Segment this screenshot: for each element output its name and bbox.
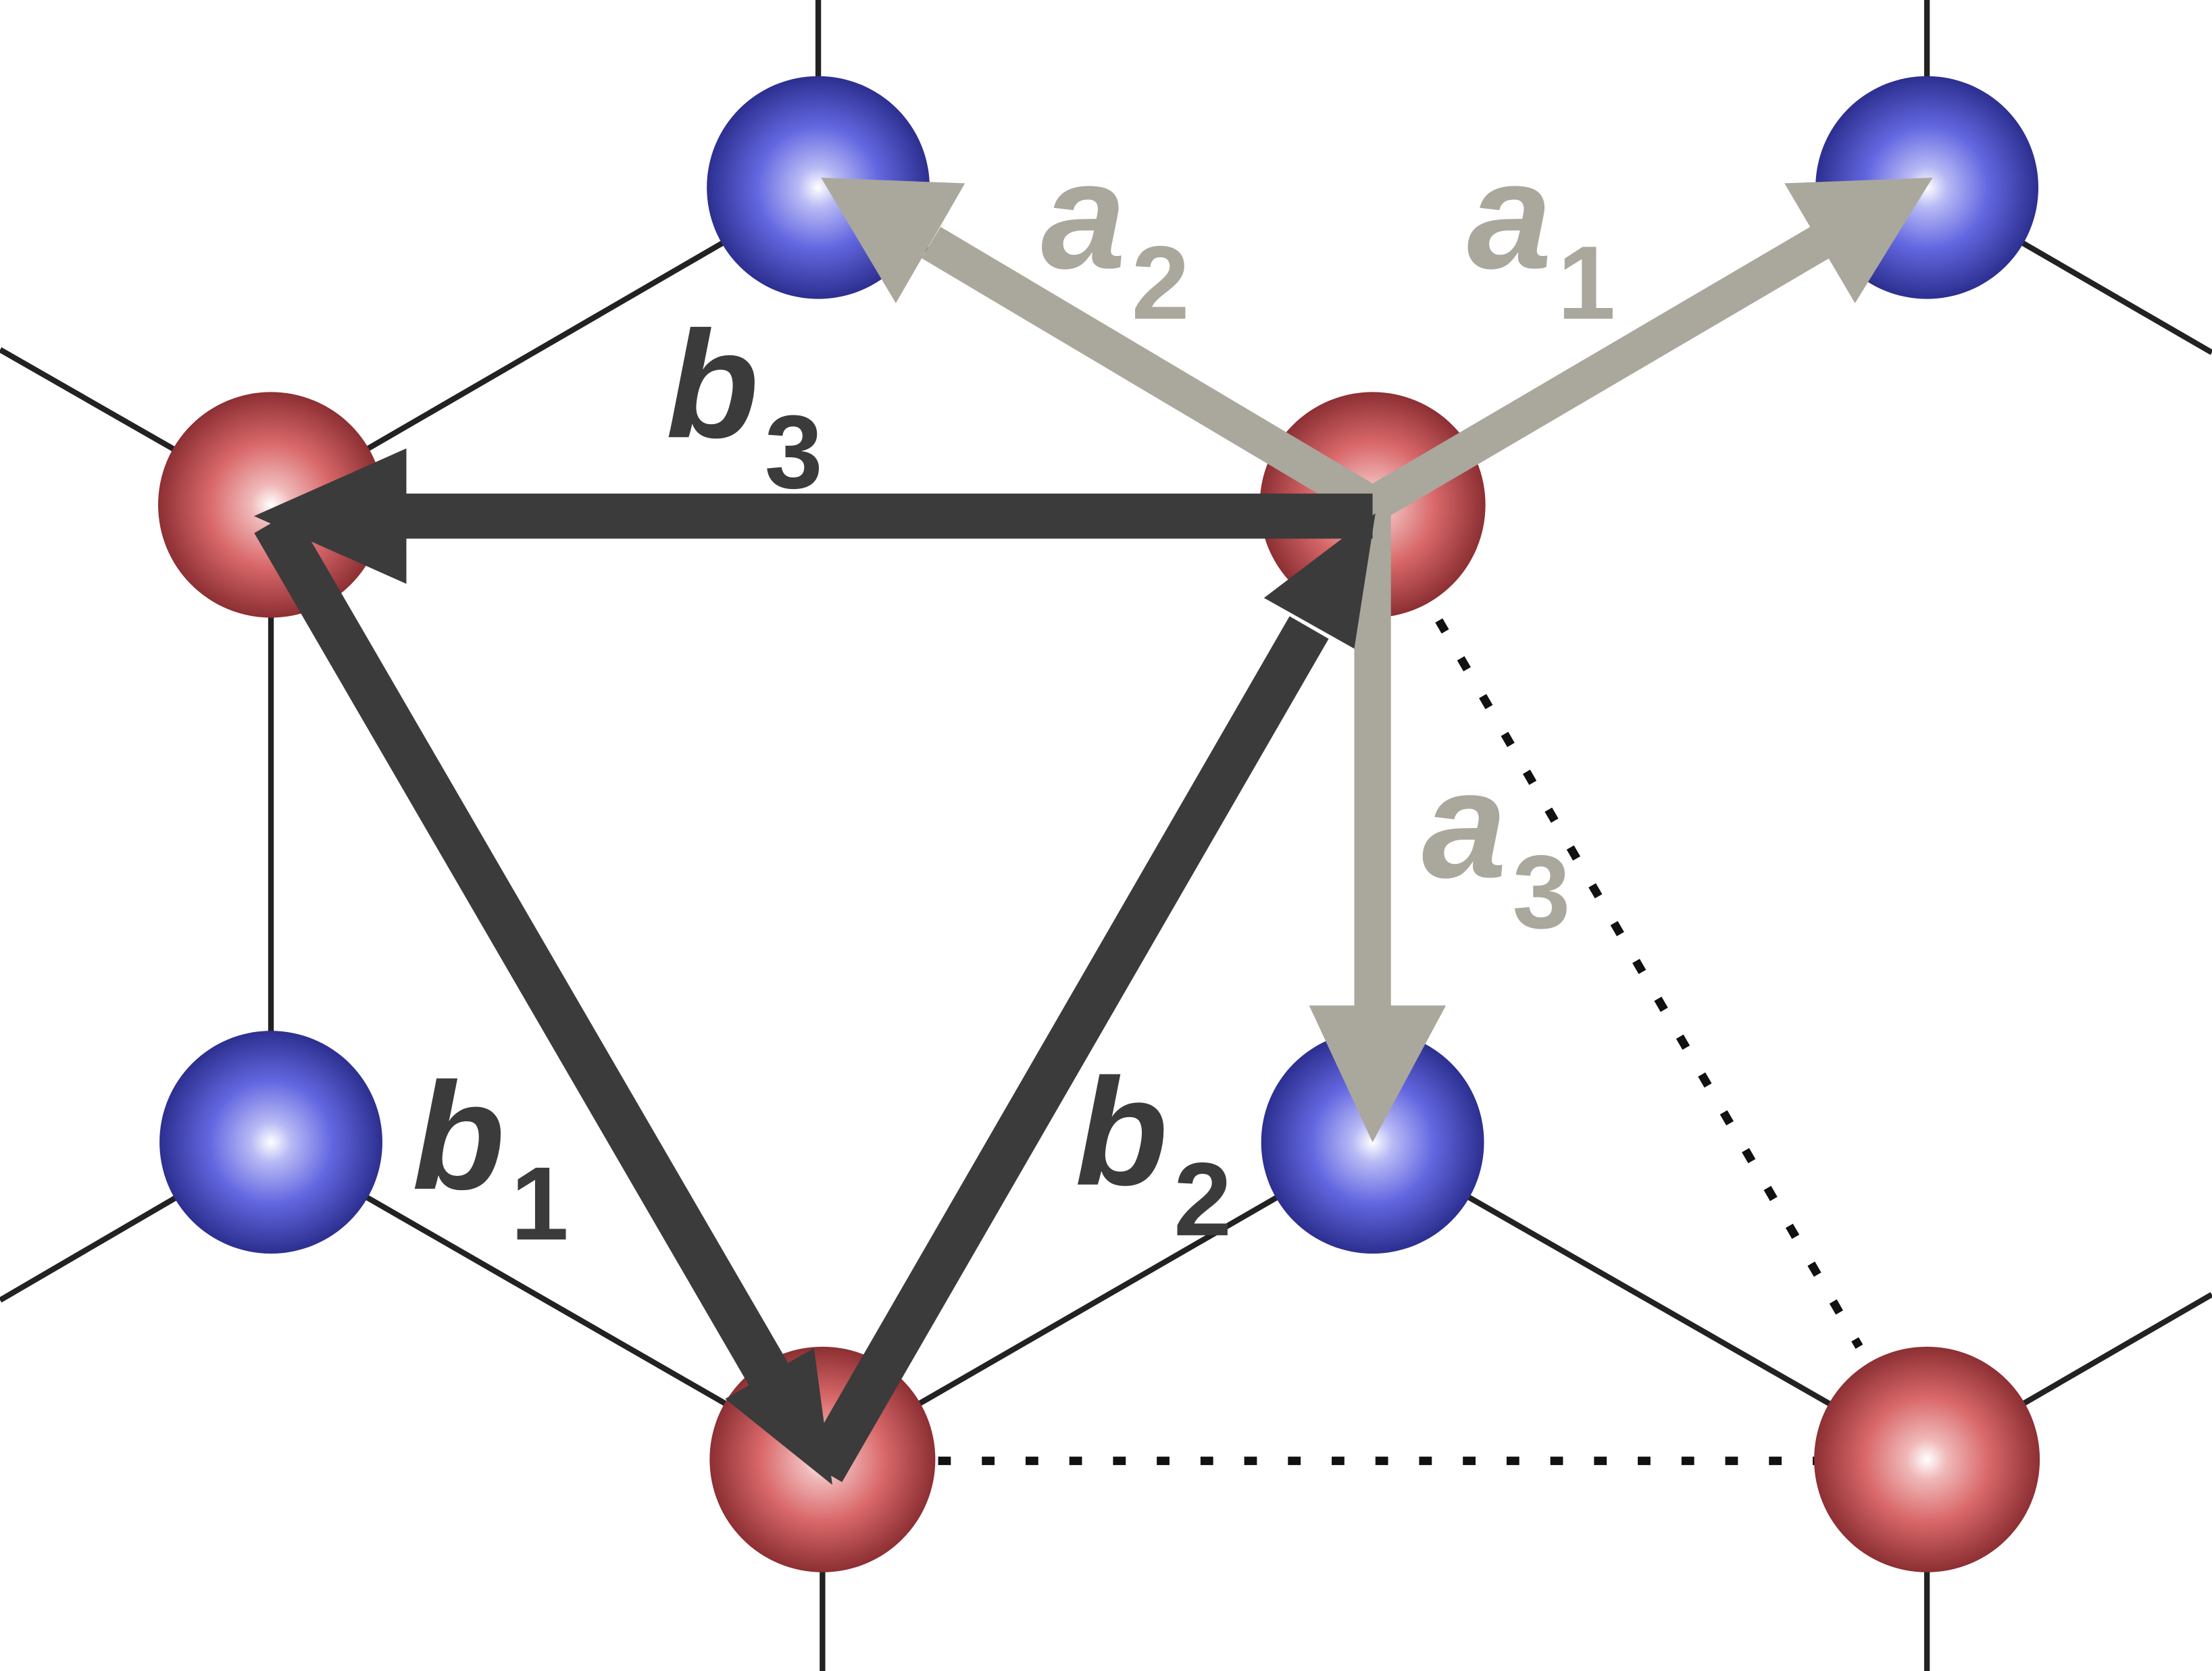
vector-a2	[821, 178, 1382, 521]
atom-blue	[159, 1031, 382, 1254]
vector-a1	[1363, 178, 1933, 521]
b-vectors	[253, 448, 1376, 1485]
dotted-link	[1435, 618, 1863, 1349]
atom-red	[158, 392, 384, 618]
a-vectors	[821, 178, 1933, 1143]
dotted-links	[938, 618, 1863, 1466]
atom-red	[1814, 1346, 2040, 1572]
vector-b3	[253, 448, 1373, 584]
vector-b1	[254, 510, 832, 1485]
vector-a3	[1309, 505, 1447, 1143]
vector-b2	[803, 513, 1376, 1483]
